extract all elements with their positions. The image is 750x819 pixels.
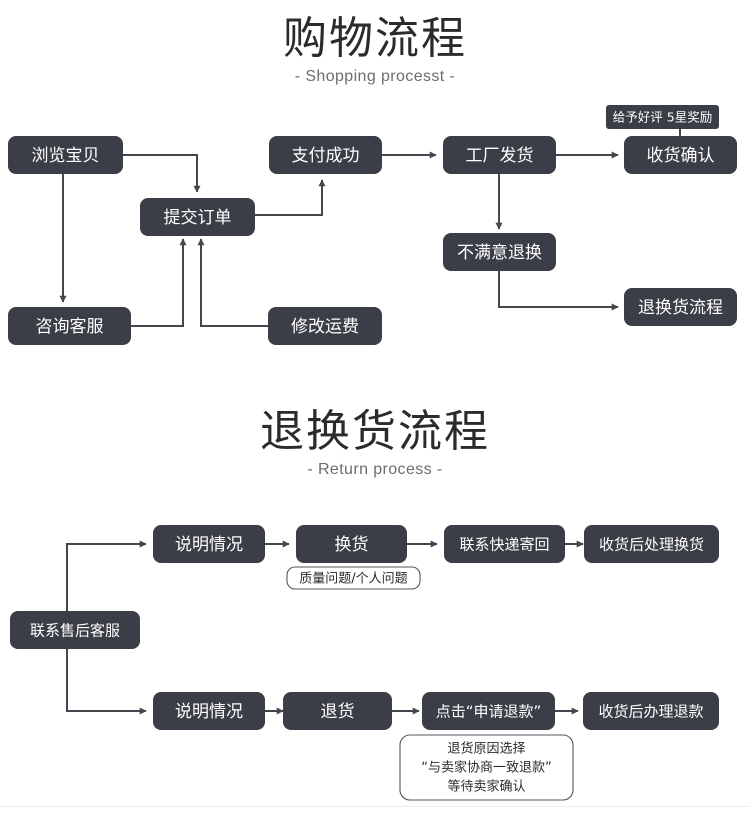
node-modify-shipping[interactable]: 修改运费 xyxy=(268,307,382,345)
link-unsatisfied-to-returnflow xyxy=(498,270,619,311)
node-confirm-receipt[interactable]: 收货确认 xyxy=(624,136,737,174)
node-explain-top-label: 说明情况 xyxy=(175,535,243,555)
node-refund-return[interactable]: 退货 xyxy=(283,692,392,730)
return-title: 退换货流程 xyxy=(260,406,490,457)
node-return-flow-label: 退换货流程 xyxy=(638,298,723,318)
node-confirm-receipt-label: 收货确认 xyxy=(647,146,715,166)
node-pay-success-label: 支付成功 xyxy=(292,146,360,166)
bottom-divider xyxy=(0,806,750,807)
shopping-section-heading: 购物流程 - Shopping processt - xyxy=(0,12,750,88)
node-browse[interactable]: 浏览宝贝 xyxy=(8,136,123,174)
node-process-exchange-label: 收货后处理换货 xyxy=(599,536,704,554)
note-issue-type: 质量问题/个人问题 xyxy=(286,566,421,590)
node-click-refund-label: 点击“申请退款” xyxy=(436,703,542,721)
node-pay-success[interactable]: 支付成功 xyxy=(269,136,382,174)
node-consult-label: 咨询客服 xyxy=(36,317,104,337)
node-contact-support[interactable]: 联系售后客服 xyxy=(10,611,140,649)
node-contact-courier[interactable]: 联系快递寄回 xyxy=(444,525,565,563)
node-exchange[interactable]: 换货 xyxy=(296,525,407,563)
node-unsatisfied-return[interactable]: 不满意退换 xyxy=(443,233,556,271)
node-explain-bottom-label: 说明情况 xyxy=(175,702,243,722)
link-browse-to-submit xyxy=(123,154,201,193)
link-consult-to-submit xyxy=(131,238,187,327)
node-click-refund[interactable]: 点击“申请退款” xyxy=(422,692,555,730)
return-subtitle: - Return process - xyxy=(307,461,443,478)
link-support-to-explain-bottom xyxy=(66,649,147,715)
return-section-heading: 退换货流程 - Return process - xyxy=(0,405,750,481)
badge-review-reward-label: 给予好评 5星奖励 xyxy=(613,110,712,125)
note-issue-type-label: 质量问题/个人问题 xyxy=(299,572,407,587)
node-contact-support-label: 联系售后客服 xyxy=(30,622,120,640)
node-process-refund[interactable]: 收货后办理退款 xyxy=(583,692,719,730)
node-factory-ship[interactable]: 工厂发货 xyxy=(443,136,556,174)
node-process-refund-label: 收货后办理退款 xyxy=(598,703,703,721)
node-exchange-label: 换货 xyxy=(335,535,369,555)
node-return-flow[interactable]: 退换货流程 xyxy=(624,288,737,326)
note-refund-reason: 退货原因选择 “与卖家协商一致退款” 等待卖家确认 xyxy=(399,734,574,801)
link-submit-to-pay xyxy=(255,179,326,216)
badge-review-reward[interactable]: 给予好评 5星奖励 xyxy=(606,105,719,129)
link-modify-to-submit xyxy=(197,238,268,327)
link-support-to-explain-top xyxy=(66,540,147,611)
node-process-exchange[interactable]: 收货后处理换货 xyxy=(584,525,719,563)
node-browse-label: 浏览宝贝 xyxy=(32,146,100,166)
node-consult[interactable]: 咨询客服 xyxy=(8,307,131,345)
node-unsatisfied-return-label: 不满意退换 xyxy=(457,243,542,263)
shopping-subtitle: - Shopping processt - xyxy=(294,68,456,85)
node-explain-bottom[interactable]: 说明情况 xyxy=(153,692,265,730)
node-explain-top[interactable]: 说明情况 xyxy=(153,525,265,563)
node-modify-shipping-label: 修改运费 xyxy=(291,317,359,337)
note-refund-reason-line2: “与卖家协商一致退款” xyxy=(421,760,551,776)
node-submit-order[interactable]: 提交订单 xyxy=(140,198,255,236)
node-submit-order-label: 提交订单 xyxy=(164,208,232,228)
node-refund-return-label: 退货 xyxy=(321,702,355,722)
node-factory-ship-label: 工厂发货 xyxy=(466,146,534,166)
shopping-title: 购物流程 xyxy=(283,13,467,64)
note-refund-reason-line1: 退货原因选择 xyxy=(447,741,525,757)
note-refund-reason-line3: 等待卖家确认 xyxy=(447,779,525,795)
node-contact-courier-label: 联系快递寄回 xyxy=(459,536,549,554)
